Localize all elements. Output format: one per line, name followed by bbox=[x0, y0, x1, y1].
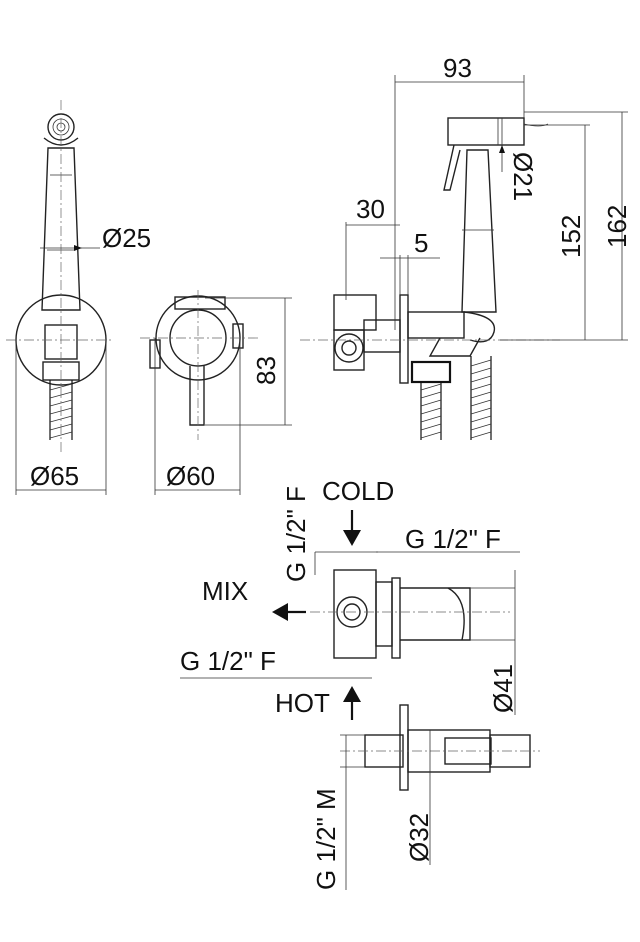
dim-mixer-height: 83 bbox=[251, 356, 281, 385]
valve-body-detail: COLD G 1/2" F G 1/2" F MIX Ø41 G 1/2" F … bbox=[180, 476, 520, 720]
dim-height-152: 152 bbox=[556, 215, 586, 258]
connector-detail: G 1/2" M Ø32 bbox=[311, 704, 540, 890]
dim-mixer-plate-diameter: Ø60 bbox=[166, 461, 215, 491]
cold-arrow-icon bbox=[343, 530, 361, 546]
thread-cold-inlet: G 1/2" F bbox=[281, 486, 311, 582]
assembly-side-view: 93 30 5 Ø21 152 162 bbox=[300, 53, 632, 440]
thread-side-outlet: G 1/2" F bbox=[405, 524, 501, 554]
label-hot: HOT bbox=[275, 688, 330, 718]
mix-arrow-icon bbox=[272, 603, 288, 621]
dim-body-diameter: Ø41 bbox=[488, 664, 518, 713]
dim-head-diameter: Ø21 bbox=[508, 152, 538, 201]
label-cold: COLD bbox=[322, 476, 394, 506]
dim-wall-plate-diameter: Ø65 bbox=[30, 461, 79, 491]
hand-shower-front-view: Ø25 Ø65 bbox=[6, 100, 151, 495]
hot-arrow-icon bbox=[343, 686, 361, 702]
dim-outlet-diameter: Ø32 bbox=[404, 813, 434, 862]
dim-hand-shower-diameter: Ø25 bbox=[102, 223, 151, 253]
dim-height-162: 162 bbox=[602, 205, 632, 248]
dim-projection-30: 30 bbox=[356, 194, 385, 224]
dim-overall-depth: 93 bbox=[443, 53, 472, 83]
mixer-front-view: 83 Ø60 bbox=[140, 290, 292, 495]
dim-plate-thickness: 5 bbox=[414, 228, 428, 258]
label-mix: MIX bbox=[202, 576, 248, 606]
thread-connector: G 1/2" M bbox=[311, 788, 341, 890]
thread-hot-inlet: G 1/2" F bbox=[180, 646, 276, 676]
